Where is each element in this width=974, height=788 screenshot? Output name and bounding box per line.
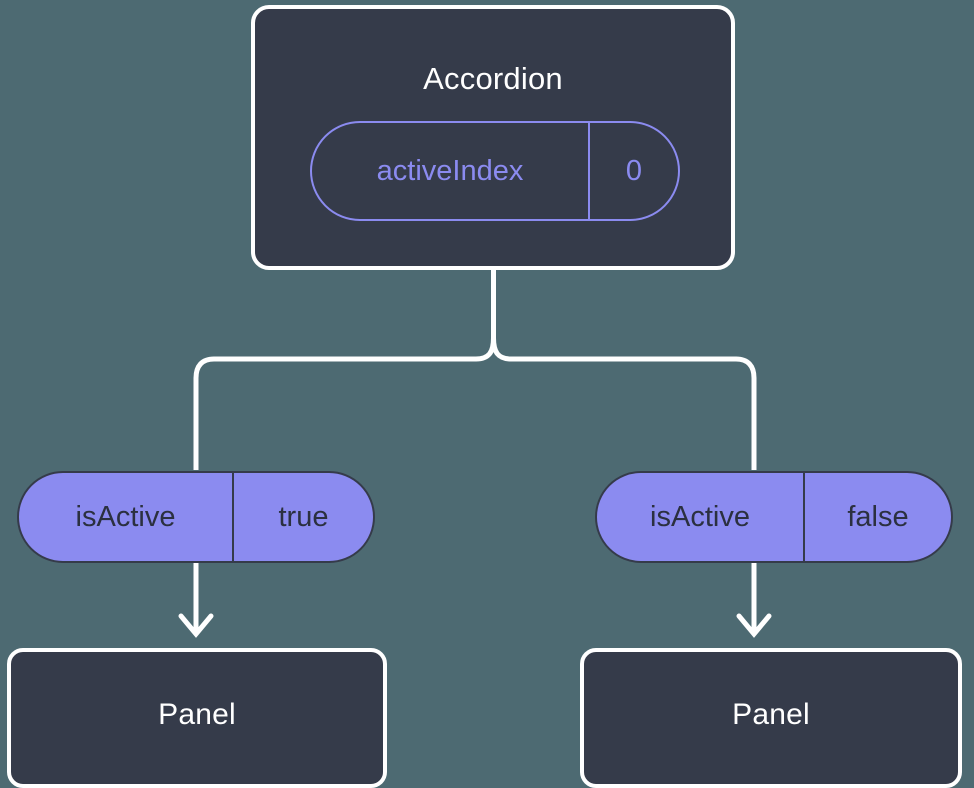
prop-pill-key: activeIndex [376, 154, 524, 187]
arrow-head-left [178, 613, 214, 638]
prop-pill-active-index[interactable]: activeIndex 0 [310, 121, 680, 221]
prop-pill-is-active-false[interactable]: isActive false [595, 471, 953, 563]
arrow-head-right [736, 613, 772, 638]
prop-pill-key: isActive [75, 500, 176, 533]
prop-pill-is-active-true[interactable]: isActive true [17, 471, 375, 563]
diagram-canvas: Accordion activeIndex 0 isActive true is… [7, 5, 962, 788]
component-node-panel-left[interactable]: Panel [7, 648, 387, 788]
panel-node-label: Panel [158, 698, 236, 731]
prop-pill-value: true [232, 473, 373, 561]
component-node-panel-right[interactable]: Panel [580, 648, 962, 788]
arrow-edges [178, 563, 772, 638]
accordion-node-label: Accordion [423, 61, 563, 96]
prop-pill-value: 0 [588, 123, 678, 219]
prop-pill-value: false [803, 473, 951, 561]
panel-node-label: Panel [732, 698, 810, 731]
prop-pill-key: isActive [650, 500, 750, 533]
